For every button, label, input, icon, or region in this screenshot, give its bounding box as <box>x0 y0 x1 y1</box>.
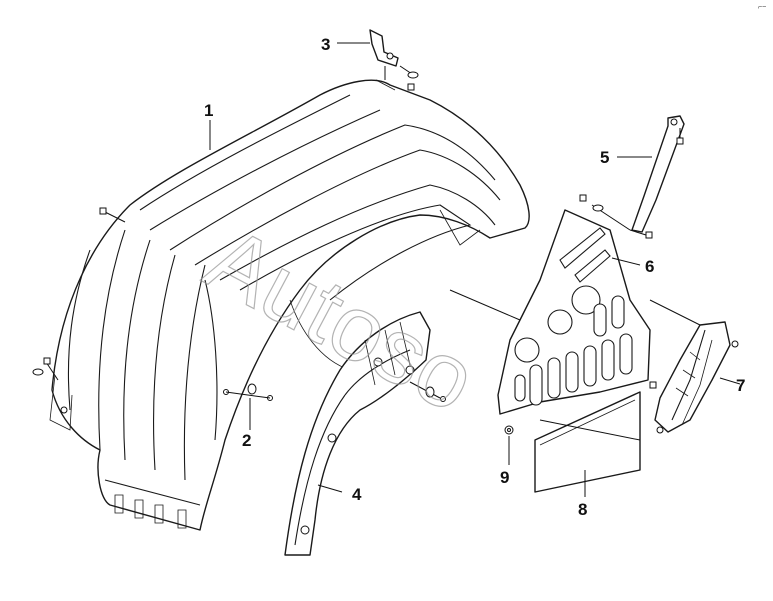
part-6-slotted-panel[interactable] <box>449 194 721 415</box>
part-7-side-deflector[interactable] <box>649 321 739 434</box>
callout-7: 7 <box>736 376 745 395</box>
part-5-support-strap[interactable] <box>631 115 685 233</box>
part-4-splash-shield[interactable] <box>284 311 446 556</box>
part-9-nut[interactable] <box>504 425 514 435</box>
part-3-top-bracket[interactable] <box>369 29 419 91</box>
part-1-wheel-arch-liner[interactable] <box>49 79 530 531</box>
callout-4: 4 <box>352 485 362 504</box>
callout-labels: 1 2 3 4 5 6 7 8 9 <box>204 35 745 519</box>
part-8-flat-plate[interactable] <box>534 391 641 493</box>
corner-mark: ⌐~ <box>758 4 766 11</box>
callout-5: 5 <box>600 148 609 167</box>
callout-6: 6 <box>645 257 654 276</box>
callout-1: 1 <box>204 101 213 120</box>
callout-3: 3 <box>321 35 330 54</box>
callout-leaders <box>209 42 741 497</box>
callout-2: 2 <box>242 431 251 450</box>
callout-8: 8 <box>578 500 587 519</box>
callout-9: 9 <box>500 468 509 487</box>
part-1-screws <box>32 207 273 401</box>
